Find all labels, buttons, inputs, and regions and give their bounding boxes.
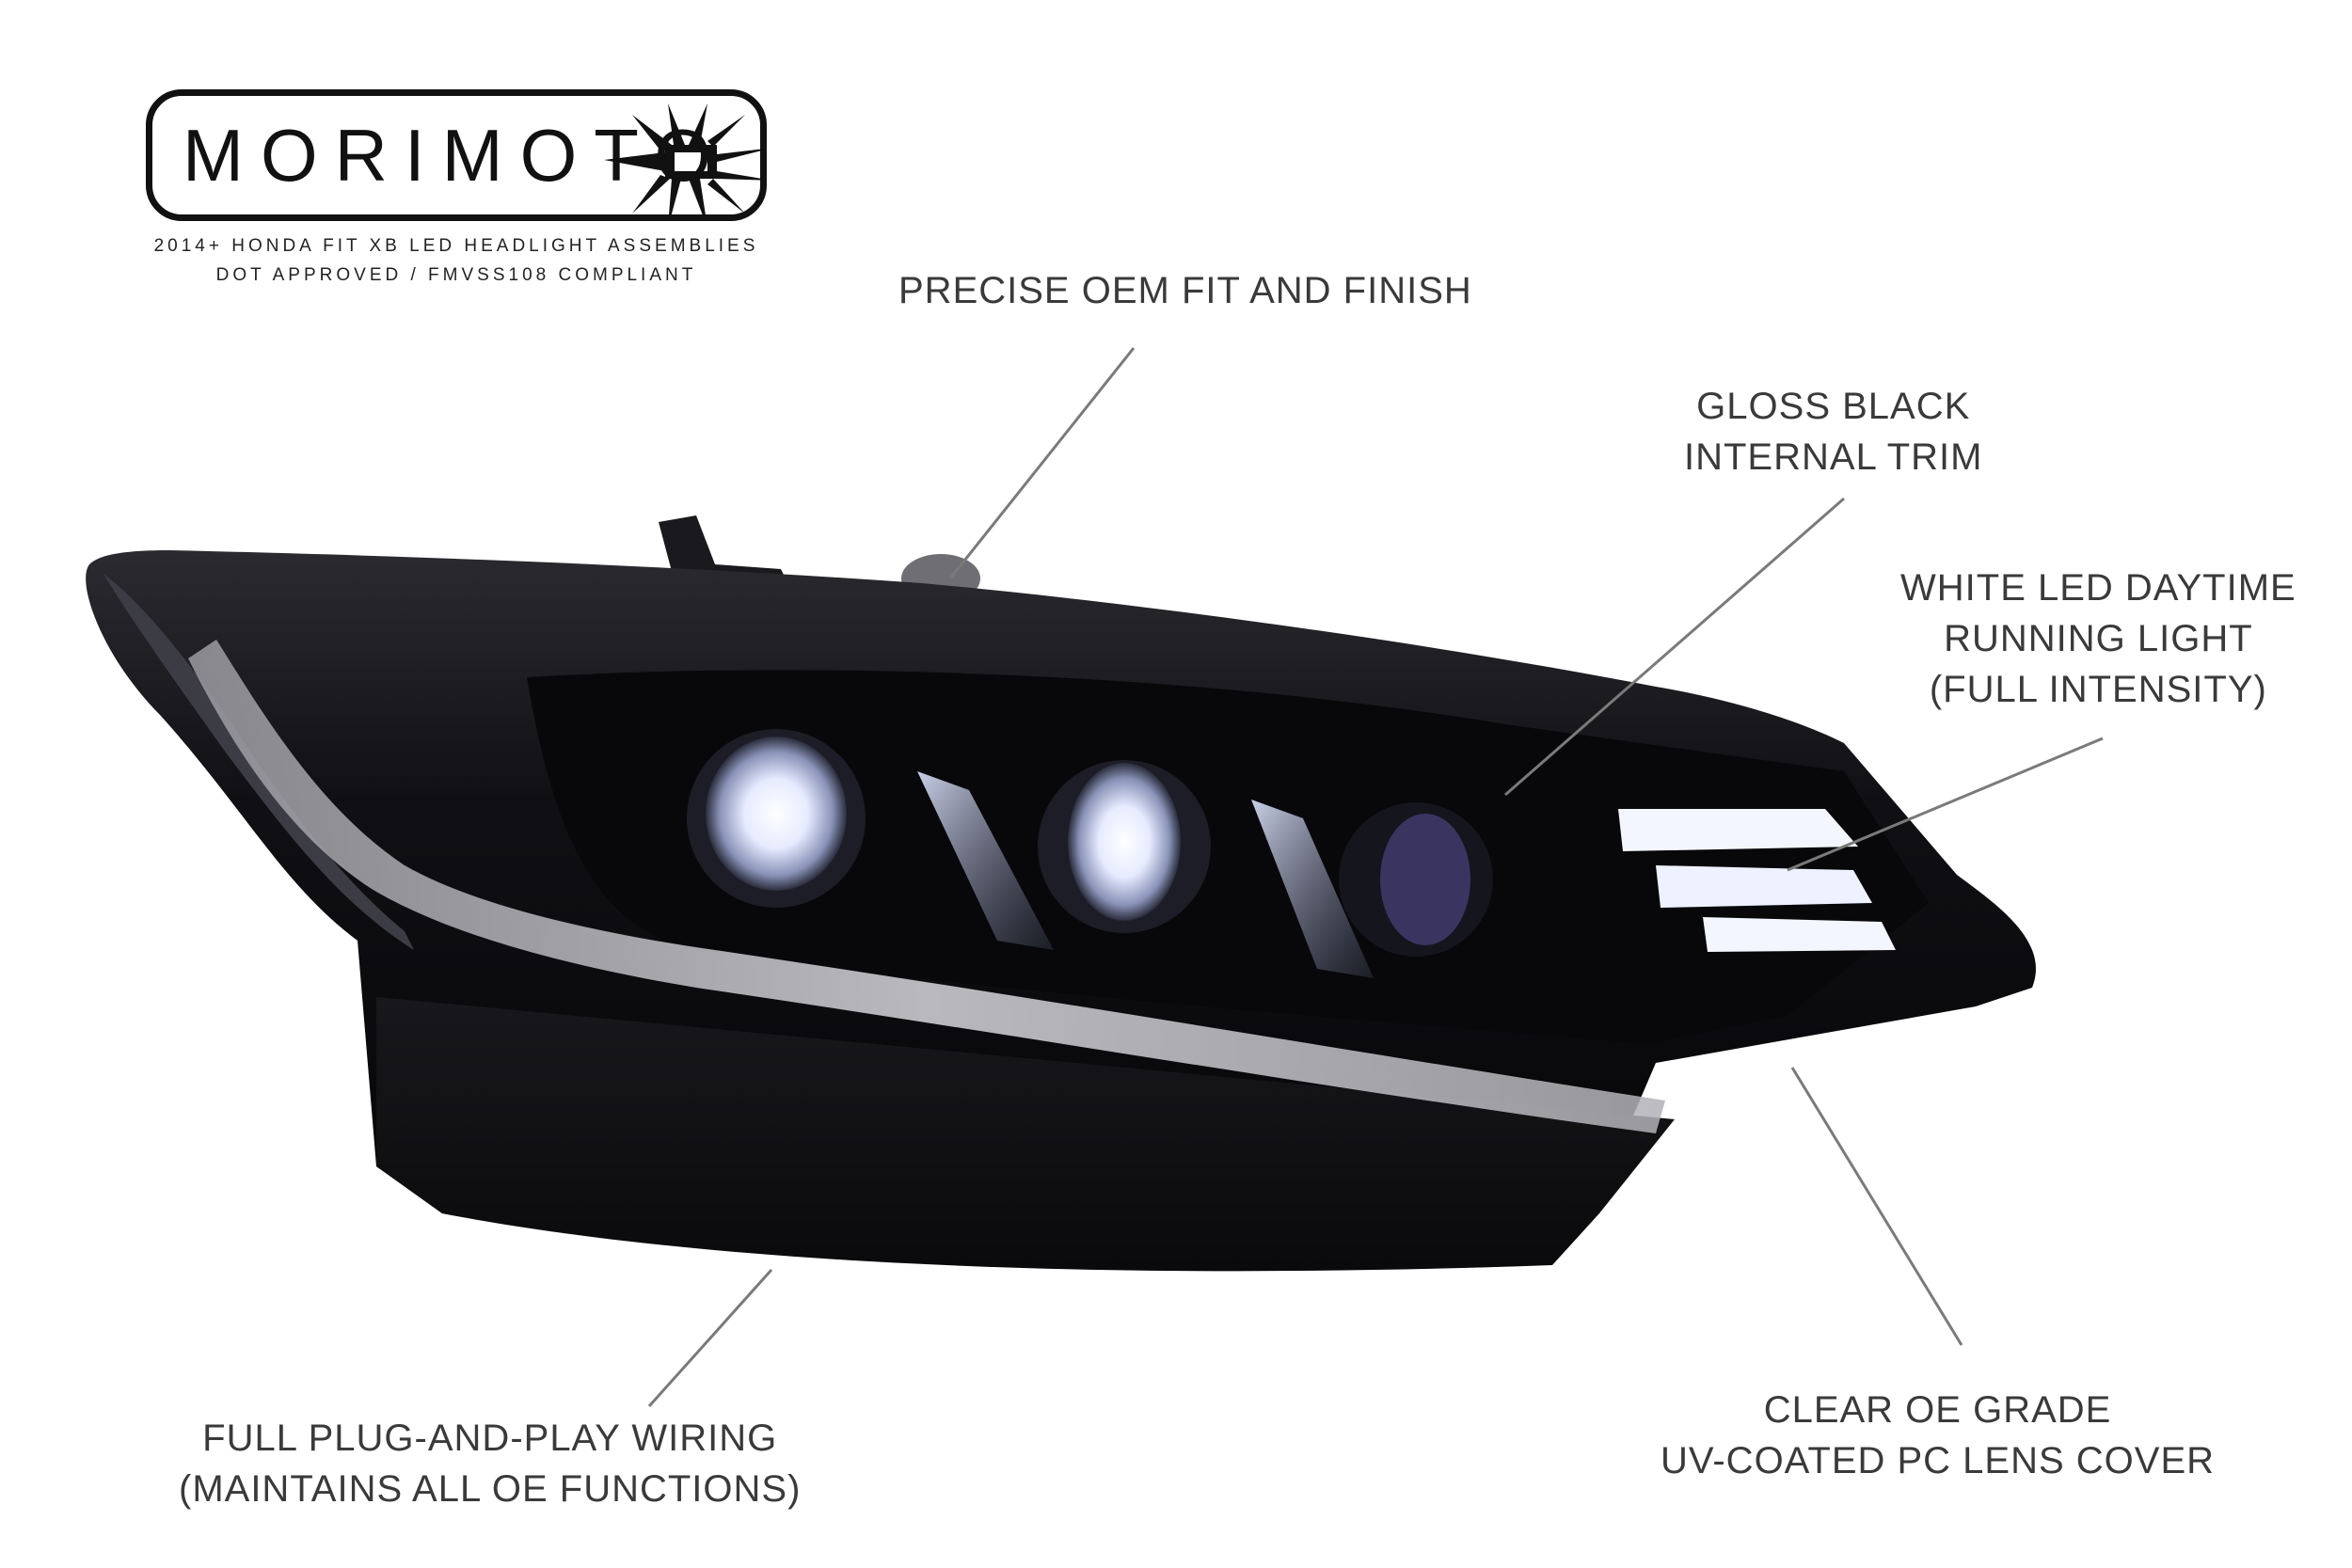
projector-3 (1339, 802, 1493, 957)
callout-trim-line2: INTERNAL TRIM (1684, 436, 1983, 478)
callout-drl-line2: RUNNING LIGHT (1944, 618, 2253, 659)
callout-lens-line2: UV-COATED PC LENS COVER (1661, 1440, 2216, 1481)
callout-oem-fit-line1: PRECISE OEM FIT AND FINISH (898, 270, 1472, 311)
drl-bars (1618, 809, 1896, 952)
tagline-line-2: DOT APPROVED / FMVSS108 COMPLIANT (215, 265, 697, 285)
callout-drl: WHITE LED DAYTIME RUNNING LIGHT (FULL IN… (1900, 562, 2296, 715)
housing-lower (376, 997, 1675, 1272)
inner-bezel (527, 670, 1929, 1044)
callout-internal-trim: GLOSS BLACK INTERNAL TRIM (1684, 381, 1982, 483)
callout-drl-line1: WHITE LED DAYTIME (1900, 567, 2296, 609)
projector-1 (687, 729, 866, 908)
callout-drl-line3: (FULL INTENSITY) (1929, 669, 2267, 710)
leader-trim (1504, 497, 1845, 797)
projector-2 (1038, 760, 1211, 933)
rising-sun-icon (604, 103, 760, 214)
lens-edge (103, 574, 414, 950)
callout-trim-line1: GLOSS BLACK (1696, 386, 1971, 427)
callout-lens: CLEAR OE GRADE UV-COATED PC LENS COVER (1661, 1385, 2215, 1486)
tagline-line-1: 2014+ HONDA FIT XB LED HEADLIGHT ASSEMBL… (153, 236, 759, 256)
callout-oem-fit: PRECISE OEM FIT AND FINISH (898, 265, 1472, 316)
leader-drl (1787, 736, 2104, 872)
leader-oem-fit (948, 347, 1136, 579)
light-beam-1 (917, 771, 1054, 950)
callout-wiring-line2: (MAINTAINS ALL OE FUNCTIONS) (179, 1468, 802, 1510)
callout-wiring: FULL PLUG-AND-PLAY WIRING (MAINTAINS ALL… (179, 1413, 801, 1514)
brand-logo: MORIMOTO (146, 89, 767, 221)
leader-wiring (647, 1268, 773, 1408)
callout-wiring-line1: FULL PLUG-AND-PLAY WIRING (202, 1418, 778, 1459)
drl-strip (188, 640, 1665, 1133)
leader-lines (647, 347, 2104, 1408)
callout-lens-line1: CLEAR OE GRADE (1763, 1389, 2112, 1431)
light-beam-2 (1251, 800, 1374, 978)
logo-wordmark: MORIMOTO (183, 114, 729, 197)
leader-lens (1790, 1067, 1963, 1346)
